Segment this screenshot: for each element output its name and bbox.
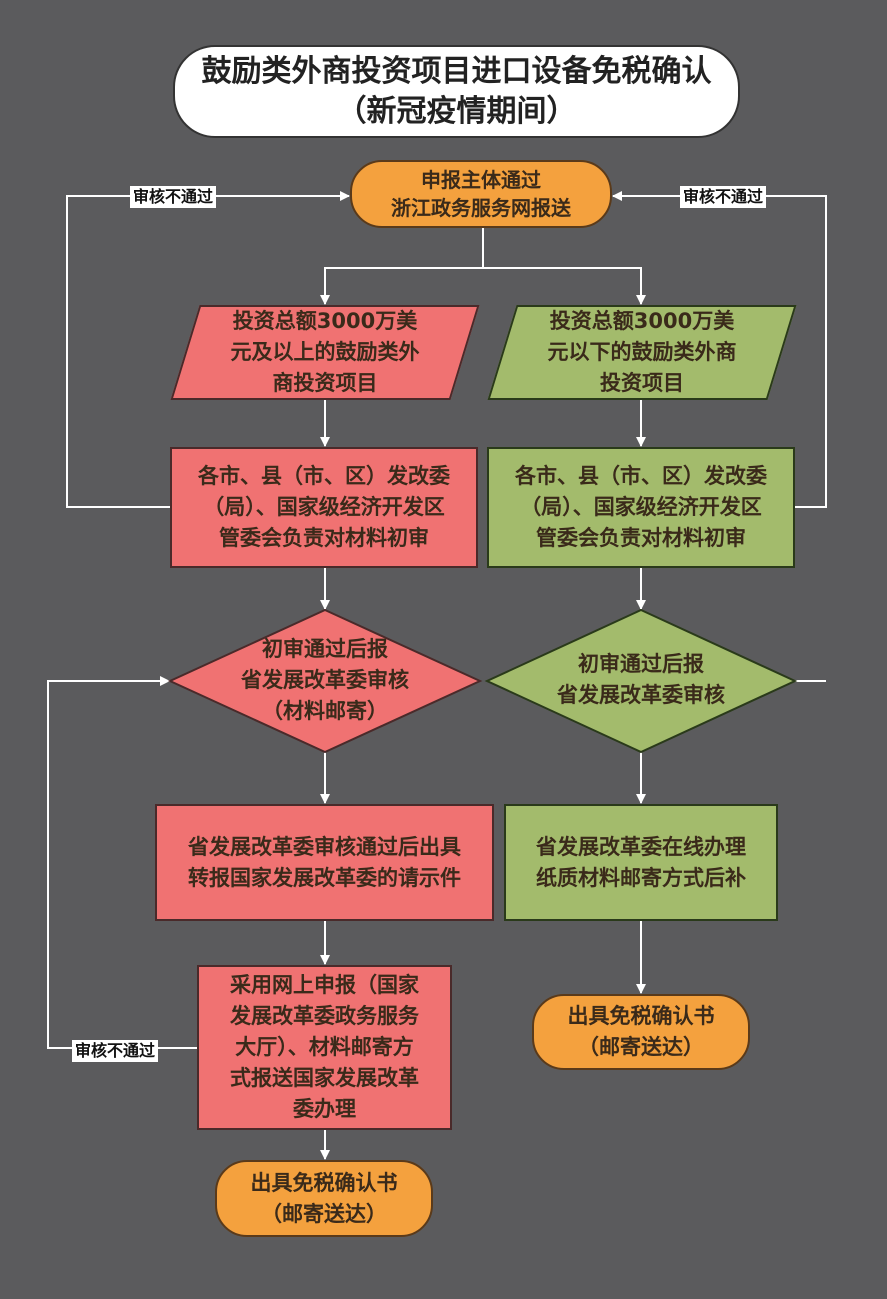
left-initial-review: 各市、县（市、区）发改委 （局）、国家级经济开发区 管委会负责对材料初审 bbox=[170, 447, 478, 568]
left-decision-text: 初审通过后报 省发展改革委审核 （材料邮寄） bbox=[241, 636, 409, 723]
left-category-node: 投资总额3000万美 元及以上的鼓励类外 商投资项目 bbox=[170, 305, 480, 400]
start-node: 申报主体通过 浙江政务服务网报送 bbox=[350, 160, 612, 228]
right-provincial-node: 省发展改革委在线办理 纸质材料邮寄方式后补 bbox=[504, 804, 778, 921]
page-title: 鼓励类外商投资项目进口设备免税确认（新冠疫情期间） bbox=[173, 45, 740, 138]
right-decision-diamond bbox=[484, 608, 798, 754]
right-initial-review: 各市、县（市、区）发改委 （局）、国家级经济开发区 管委会负责对材料初审 bbox=[487, 447, 795, 568]
right-decision-text: 初审通过后报 省发展改革委审核 bbox=[557, 652, 725, 707]
right-category-node: 投资总额3000万美 元以下的鼓励类外商 投资项目 bbox=[487, 305, 797, 400]
left-national-node: 采用网上申报（国家 发展改革委政务服务 大厅）、材料邮寄方 式报送国家发展改革 … bbox=[197, 965, 452, 1130]
left-provincial-node: 省发展改革委审核通过后出具 转报国家发展改革委的请示件 bbox=[155, 804, 494, 921]
right-end-node: 出具免税确认书 （邮寄送达） bbox=[532, 994, 750, 1070]
left-end-node: 出具免税确认书 （邮寄送达） bbox=[215, 1160, 433, 1237]
reject-label-left-bottom: 审核不通过 bbox=[72, 1040, 159, 1062]
reject-label-left-top: 审核不通过 bbox=[130, 186, 217, 208]
left-decision-diamond bbox=[167, 608, 483, 754]
reject-label-right-top: 审核不通过 bbox=[680, 186, 767, 208]
